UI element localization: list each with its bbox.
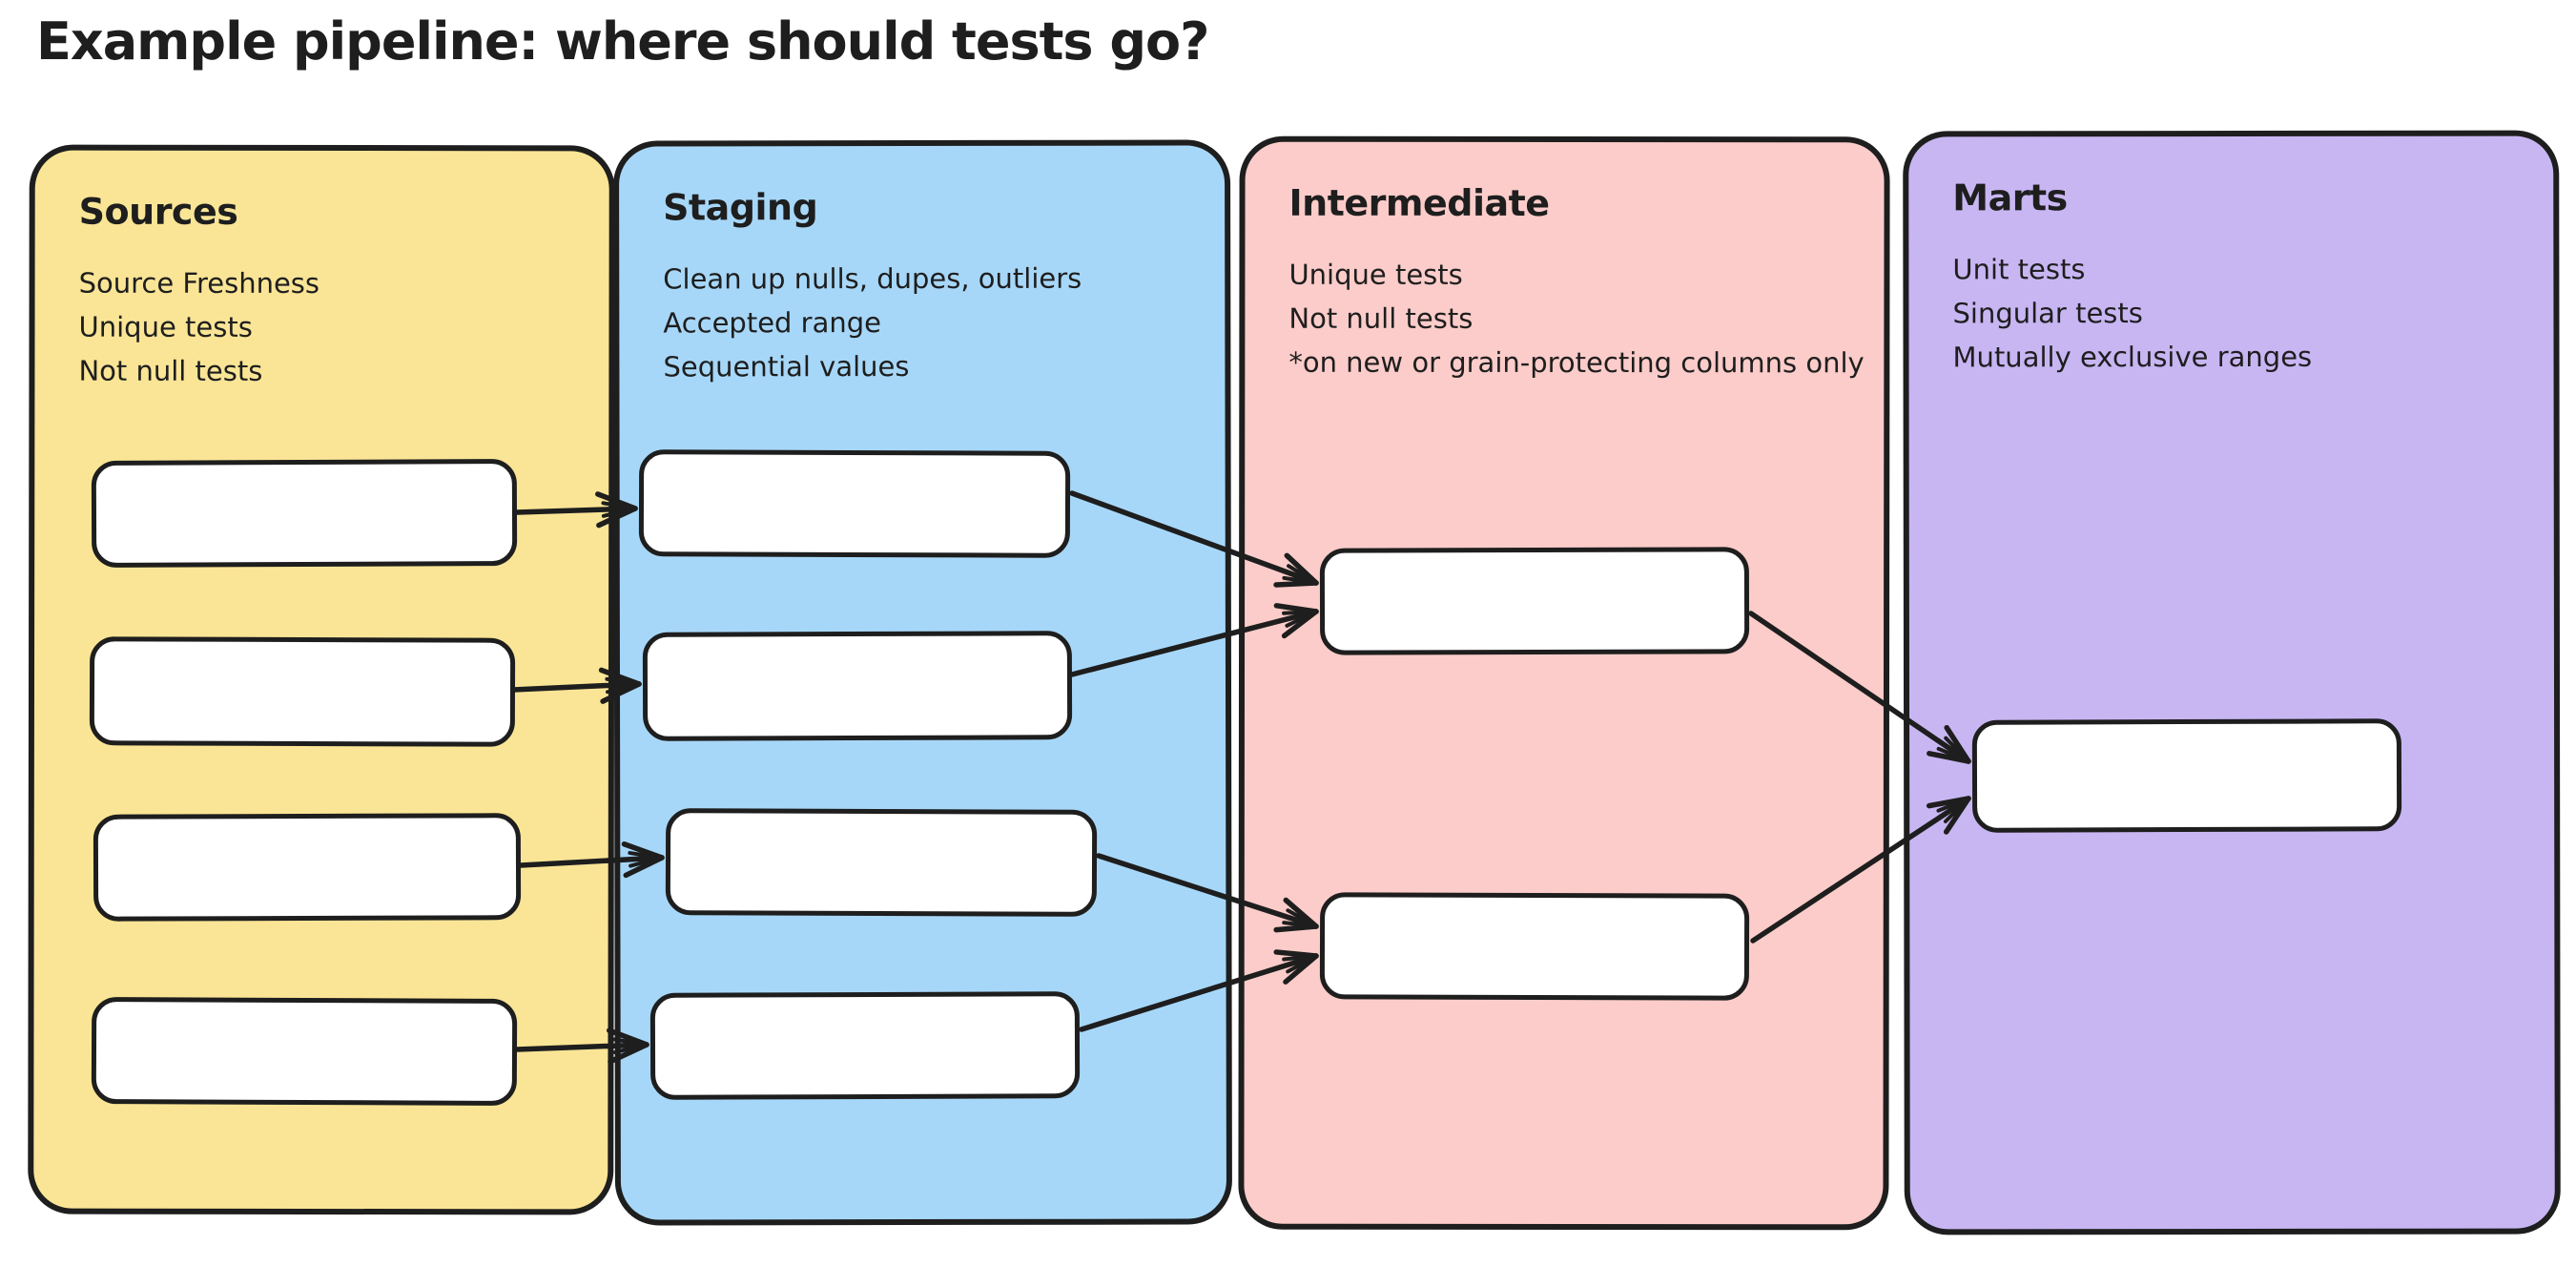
note-line: Not null tests (1288, 301, 1473, 335)
column-staging-label: Staging (663, 186, 818, 229)
column-intermediate: Intermediate Unique tests Not null tests… (1238, 135, 1890, 1231)
column-marts-label: Marts (1952, 176, 2068, 219)
note-line: Mutually exclusive ranges (1952, 340, 2313, 374)
note-line: Singular tests (1952, 297, 2143, 330)
node-intermediate-1 (1319, 547, 1750, 655)
node-source-4 (91, 997, 518, 1106)
node-source-3 (93, 813, 522, 922)
note-line: Clean up nulls, dupes, outliers (663, 261, 1082, 296)
column-sources-label: Sources (78, 190, 238, 233)
node-staging-2 (642, 631, 1073, 741)
diagram-title: Example pipeline: where should tests go? (36, 11, 1209, 72)
node-intermediate-2 (1319, 892, 1750, 1001)
note-line: Source Freshness (78, 266, 320, 300)
note-line: Sequential values (663, 350, 910, 384)
note-line: Unique tests (78, 310, 253, 343)
node-staging-3 (665, 808, 1098, 917)
node-source-1 (91, 459, 518, 568)
node-marts-1 (1971, 718, 2402, 833)
column-marts: Marts Unit tests Singular tests Mutually… (1903, 130, 2561, 1235)
column-staging-notes: Clean up nulls, dupes, outliers Accepted… (663, 256, 1196, 388)
node-staging-4 (649, 991, 1081, 1100)
column-sources-notes: Source Freshness Unique tests Not null t… (78, 261, 580, 394)
note-line: Accepted range (663, 306, 882, 340)
note-line: Not null tests (78, 354, 263, 387)
note-line: Unit tests (1952, 253, 2086, 286)
node-staging-1 (638, 449, 1071, 558)
note-line: Unique tests (1288, 258, 1463, 291)
column-intermediate-notes: Unique tests Not null tests *on new or g… (1288, 253, 1865, 385)
column-marts-notes: Unit tests Singular tests Mutually exclu… (1952, 247, 2524, 380)
note-line: *on new or grain-protecting columns only (1288, 345, 1865, 380)
node-source-2 (89, 636, 516, 747)
column-intermediate-label: Intermediate (1288, 181, 1550, 224)
